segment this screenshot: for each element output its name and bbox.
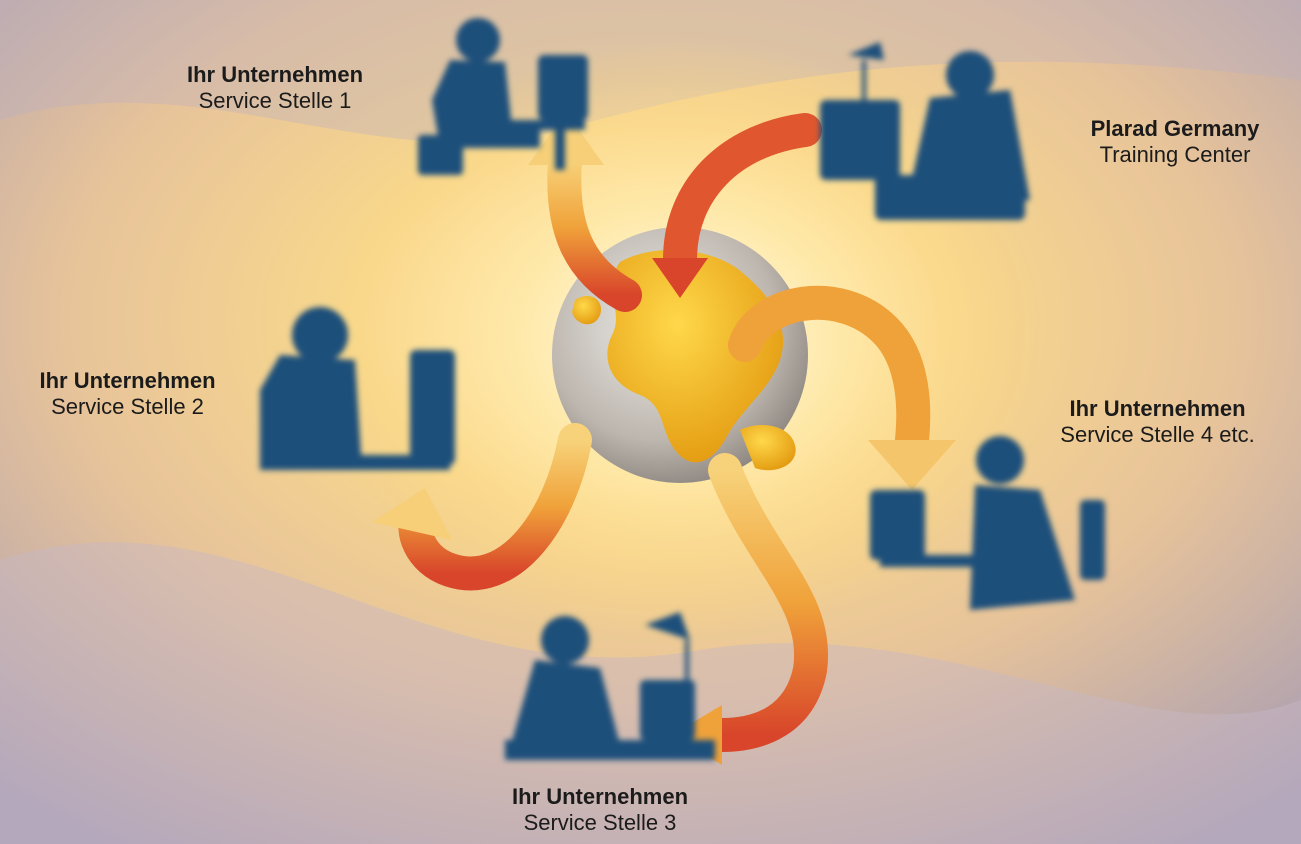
silhouette-service-stelle-4 xyxy=(870,436,1105,610)
silhouette-training-center xyxy=(820,42,1030,220)
silhouette-service-stelle-1 xyxy=(418,18,588,175)
node-unit: Service Stelle 4 etc. xyxy=(1060,422,1255,448)
node-unit: Service Stelle 2 xyxy=(51,394,204,420)
arrowhead xyxy=(528,112,604,165)
node-label-service-stelle-1: Ihr Unternehmen Service Stelle 1 xyxy=(150,62,400,115)
silhouette-service-stelle-3 xyxy=(505,612,715,760)
node-unit: Service Stelle 1 xyxy=(198,88,352,114)
node-unit: Training Center xyxy=(1099,142,1251,168)
curved-arrow-icon xyxy=(398,423,592,591)
silhouette-service-stelle-2 xyxy=(260,307,455,470)
node-label-service-stelle-4: Ihr Unternehmen Service Stelle 4 etc. xyxy=(1020,396,1295,449)
arrowhead xyxy=(868,440,956,490)
node-label-training-center: Plarad Germany Training Center xyxy=(1055,116,1295,169)
curved-arrow-icon xyxy=(705,453,829,752)
arrowhead xyxy=(652,258,708,298)
node-org: Ihr Unternehmen xyxy=(39,368,216,393)
node-org: Ihr Unternehmen xyxy=(186,62,364,87)
node-org: Plarad Germany xyxy=(1090,116,1260,141)
curved-arrow-icon xyxy=(663,113,822,277)
arrows xyxy=(372,112,956,765)
node-unit: Service Stelle 3 xyxy=(523,810,677,836)
node-org: Ihr Unternehmen xyxy=(1069,396,1246,421)
node-label-service-stelle-3: Ihr Unternehmen Service Stelle 3 xyxy=(470,784,730,837)
curved-arrow-icon xyxy=(728,285,931,457)
node-label-service-stelle-2: Ihr Unternehmen Service Stelle 2 xyxy=(0,368,255,421)
node-org: Ihr Unternehmen xyxy=(511,784,689,809)
curved-arrow-icon xyxy=(547,143,642,312)
person-at-computer-icon xyxy=(260,18,1105,760)
arrowhead xyxy=(372,488,452,540)
